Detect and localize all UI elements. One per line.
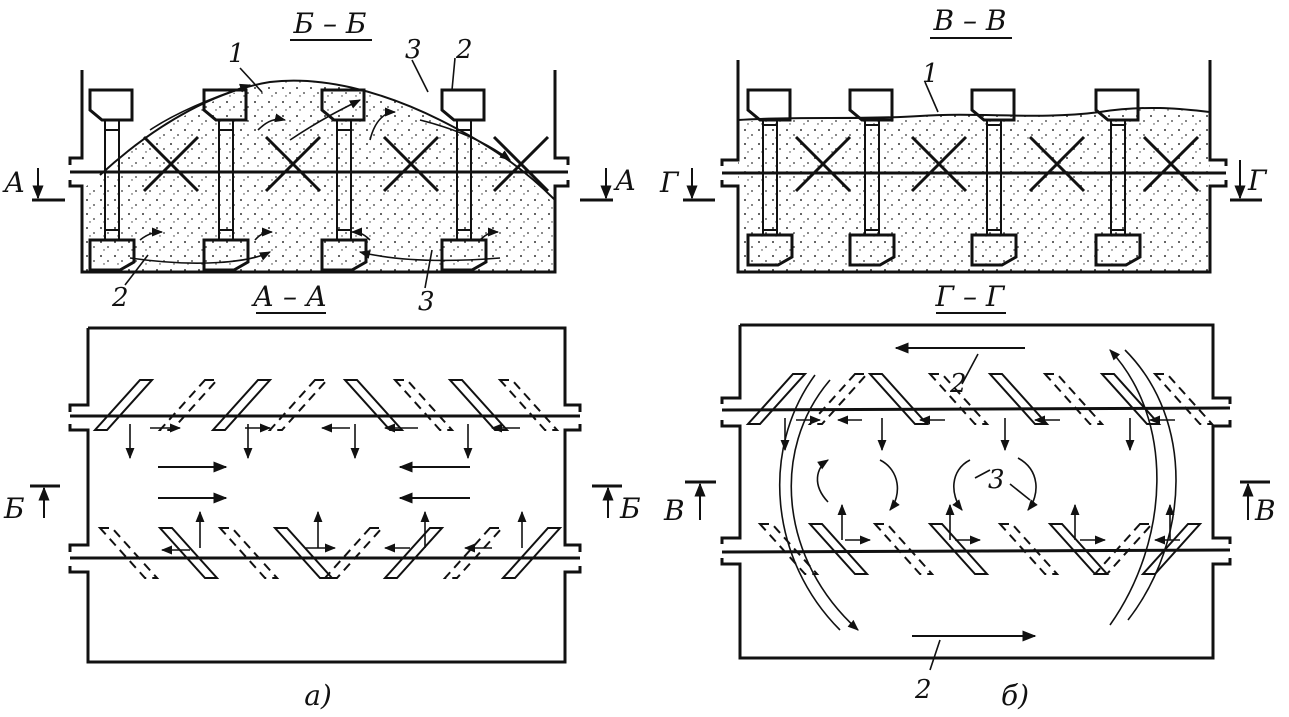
label-2-b-top: 2	[949, 369, 967, 399]
cut-a-left: А	[2, 166, 25, 199]
panel-b-section-vv: В – В 1 Г Г	[659, 4, 1268, 274]
label-3-b: 3	[988, 465, 1005, 495]
label-2-b-bottom: 2	[914, 675, 932, 705]
panel-a-plan-aa: А – А	[3, 280, 641, 712]
section-aa-title: А – А	[251, 280, 327, 313]
cut-v-left: В	[663, 494, 685, 527]
label-1-b: 1	[922, 59, 939, 89]
cut-v-right: В	[1254, 494, 1276, 527]
caption-b: б)	[1001, 679, 1029, 712]
section-gg-title: Г – Г	[935, 280, 1006, 313]
caption-a: а)	[304, 679, 332, 712]
label-2-a-top: 2	[455, 35, 473, 65]
label-1-a: 1	[228, 39, 245, 69]
cut-g-left: Г	[659, 166, 680, 199]
material-level	[738, 108, 1210, 272]
panel-a-section-bb: Б – Б	[2, 7, 636, 317]
section-bb-title: Б – Б	[293, 7, 367, 40]
section-vv-title: В – В	[933, 4, 1007, 37]
label-3-a-bottom: 3	[418, 287, 435, 317]
label-3-a-top: 3	[405, 35, 422, 65]
cut-b-right: Б	[619, 492, 641, 525]
label-2-a-bottom: 2	[111, 283, 129, 313]
cut-b-left: Б	[3, 492, 25, 525]
cut-g-right: Г	[1247, 164, 1268, 197]
material-heap	[82, 81, 555, 272]
cut-a-right: А	[613, 164, 636, 197]
panel-b-plan-gg: Г – Г	[663, 280, 1276, 712]
